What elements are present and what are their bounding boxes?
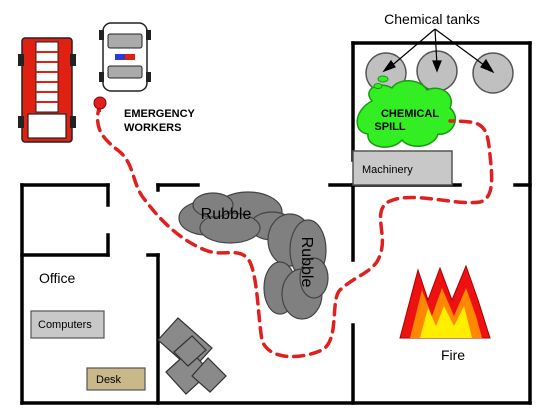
car-windshield <box>107 33 143 49</box>
fire-label: Fire <box>441 347 465 363</box>
car-rear-window <box>107 65 143 79</box>
rubble-1-piece-d <box>199 212 261 244</box>
arrow-tank-2 <box>434 28 438 67</box>
car-light-blue <box>115 54 125 60</box>
truck-wheel-3 <box>18 116 24 128</box>
chemical-spill-label-1: CHEMICAL <box>381 108 439 120</box>
machinery: Machinery <box>352 150 453 186</box>
truck-wheel-1 <box>18 54 24 66</box>
tank-arrows <box>382 28 495 74</box>
chemical-spill: CHEMICAL SPILL <box>356 75 456 148</box>
start-marker-dot <box>93 96 107 110</box>
truck-wheel-2 <box>70 54 76 66</box>
rescue-path <box>95 102 494 359</box>
collapsed-debris-icon <box>157 317 227 395</box>
start-marker-icon <box>93 96 107 112</box>
computers: Computers <box>30 310 105 339</box>
rubble-label-1: Rubble <box>201 206 252 223</box>
truck-ladder <box>35 41 59 113</box>
emergency-workers-label-2: WORKERS <box>124 122 181 134</box>
car-wheel-2 <box>146 30 151 40</box>
desk-box <box>86 367 146 391</box>
ladder-rungs <box>36 51 58 103</box>
spill-drop-2 <box>373 83 383 89</box>
chemical-tanks-label: Chemical tanks <box>384 11 480 27</box>
car-wheel-1 <box>99 30 104 40</box>
car-light-red <box>125 54 135 60</box>
chemical-spill-label-2: SPILL <box>374 121 405 133</box>
car-wheel-3 <box>99 72 104 82</box>
fire-inner <box>420 306 472 338</box>
machinery-label: Machinery <box>362 164 413 176</box>
rubble-2-piece-e <box>299 257 329 299</box>
fire-icon <box>399 264 491 339</box>
arrowhead-tank-3 <box>480 58 495 74</box>
spill-drop-1 <box>377 75 389 83</box>
computers-box <box>30 310 105 339</box>
arrowhead-tank-2 <box>432 60 442 73</box>
car-wheel-4 <box>146 72 151 82</box>
police-car-icon <box>99 22 151 92</box>
computers-label: Computers <box>38 319 92 331</box>
spill-cloud <box>356 80 456 148</box>
arrow-tank-1 <box>388 28 436 69</box>
desk: Desk <box>86 367 146 391</box>
rubble-pile-1 <box>178 191 295 244</box>
building-walls <box>20 41 532 405</box>
rubble-1-piece-e <box>192 192 234 218</box>
truck-cab-window <box>27 113 67 139</box>
rubble-pile-2 <box>263 213 329 320</box>
emergency-workers-label-1: EMERGENCY <box>124 108 196 120</box>
machinery-box <box>352 150 453 186</box>
rubble-label-2: Rubble <box>298 237 315 288</box>
desk-label: Desk <box>96 374 122 386</box>
tank-3 <box>472 52 514 94</box>
fire-truck-icon <box>18 37 76 143</box>
truck-wheel-4 <box>70 116 76 128</box>
office-label: Office <box>39 270 76 286</box>
debris-piece-3 <box>191 357 227 393</box>
debris-piece-4 <box>173 335 207 367</box>
arrowhead-tank-1 <box>382 59 396 73</box>
arrow-tank-3 <box>434 28 489 69</box>
